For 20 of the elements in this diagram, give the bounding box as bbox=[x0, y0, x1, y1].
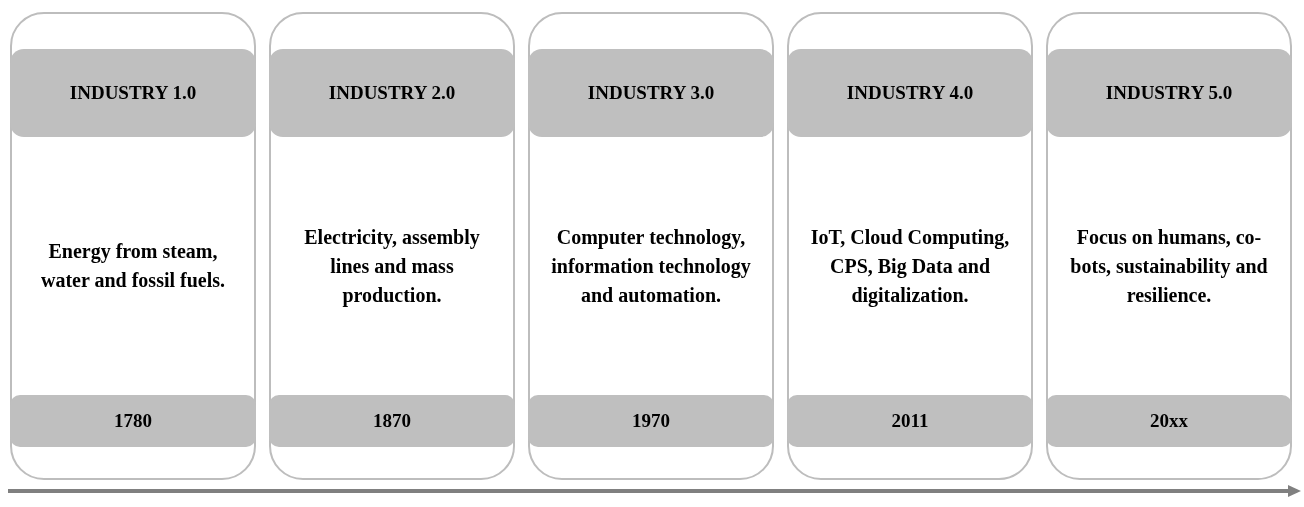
era-heading-band: INDUSTRY 1.0 bbox=[10, 49, 256, 137]
year-band: 1870 bbox=[269, 395, 515, 447]
era-description: Focus on humans, co-bots, sustainability and resilience. bbox=[1069, 224, 1269, 308]
era-card bbox=[787, 12, 1033, 480]
era-heading-band: INDUSTRY 4.0 bbox=[787, 49, 1033, 137]
era-card bbox=[528, 12, 774, 480]
year-band: 2011 bbox=[787, 395, 1033, 447]
era-description: IoT, Cloud Computing, CPS, Big Data and digitalization. bbox=[809, 224, 1011, 309]
era-card bbox=[269, 12, 515, 480]
era-card bbox=[1046, 12, 1292, 480]
year-band: 20xx bbox=[1046, 395, 1292, 447]
era-description: Computer technology, information technology and automation. bbox=[550, 224, 752, 308]
era-description: Electricity, assembly lines and mass production. bbox=[303, 224, 481, 309]
year-band: 1970 bbox=[528, 395, 774, 447]
era-heading-band: INDUSTRY 5.0 bbox=[1046, 49, 1292, 137]
era-heading-band: INDUSTRY 2.0 bbox=[269, 49, 515, 137]
era-heading-band: INDUSTRY 3.0 bbox=[528, 49, 774, 137]
era-description: Energy from steam, water and fossil fuels. bbox=[39, 239, 227, 293]
year-band: 1780 bbox=[10, 395, 256, 447]
era-card bbox=[10, 12, 256, 480]
